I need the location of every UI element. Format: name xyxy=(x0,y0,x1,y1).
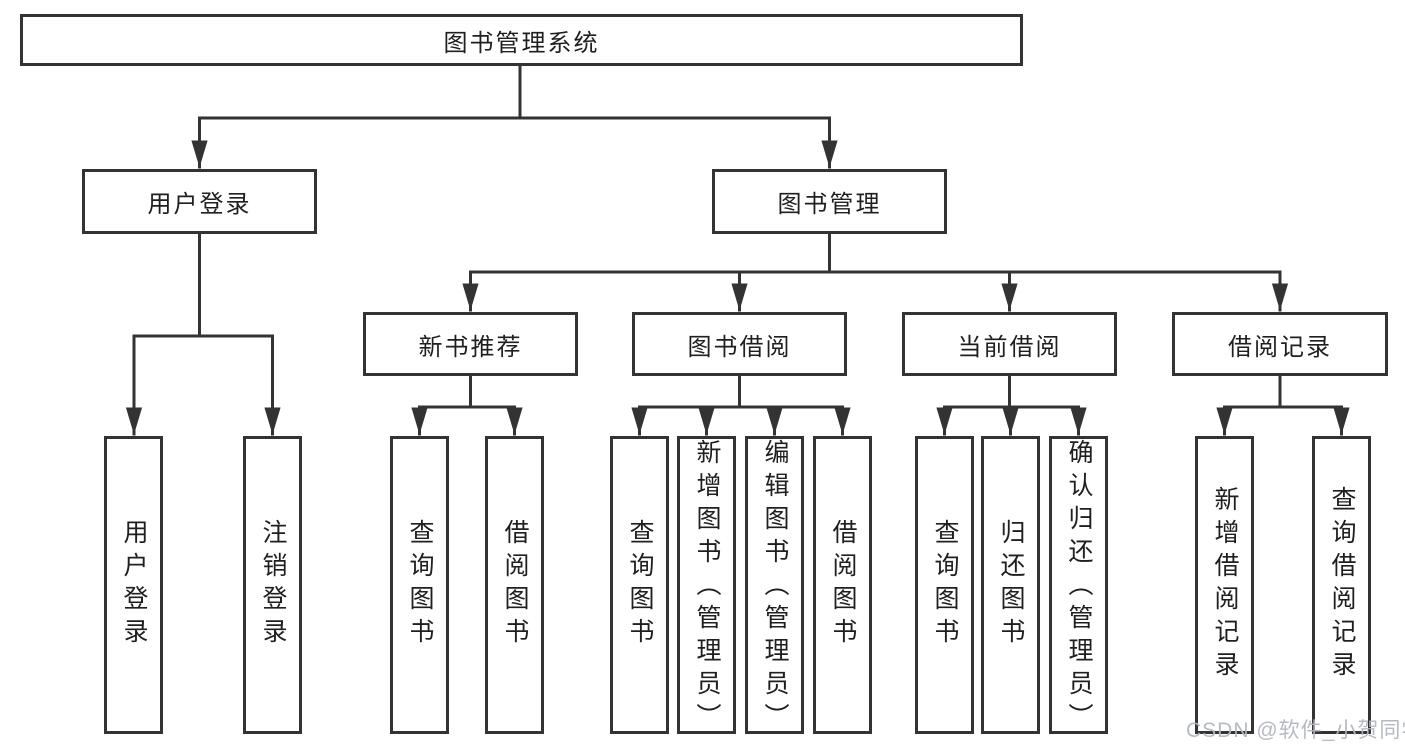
leaf-label: 借阅图书 xyxy=(501,519,529,651)
leaf-query-borrow-record: 查询借阅记录 xyxy=(1312,436,1371,734)
node-borrowing-records: 借阅记录 xyxy=(1172,312,1388,376)
leaf-label: 注销登录 xyxy=(259,519,287,651)
leaf-label: 编辑图书（管理员） xyxy=(761,439,789,736)
leaf-add-books-admin: 新增图书（管理员） xyxy=(677,436,736,736)
leaf-label: 查询图书 xyxy=(931,519,959,651)
node-label: 图书借阅 xyxy=(687,333,792,361)
connector-root xyxy=(191,64,838,169)
connector-current-borrowing xyxy=(936,374,1087,436)
node-label: 当前借阅 xyxy=(957,333,1062,361)
node-label: 新书推荐 xyxy=(418,333,523,361)
leaf-add-borrow-record: 新增借阅记录 xyxy=(1195,436,1254,734)
leaf-label: 归还图书 xyxy=(997,519,1025,651)
node-library-management-system: 图书管理系统 xyxy=(20,14,1023,66)
connector-book-borrowing xyxy=(631,374,851,436)
leaf-borrow-books-borrowing: 借阅图书 xyxy=(813,436,872,734)
node-user-login: 用户登录 xyxy=(82,169,317,234)
connector-user-login xyxy=(125,232,281,436)
node-label: 用户登录 xyxy=(147,191,252,218)
connector-book-management xyxy=(462,232,1289,312)
leaf-return-books: 归还图书 xyxy=(981,436,1040,734)
leaf-label: 查询借阅记录 xyxy=(1328,486,1356,684)
leaf-query-books-current: 查询图书 xyxy=(915,436,974,734)
leaf-user-login: 用户登录 xyxy=(104,436,163,734)
connector-new-book-recommendation xyxy=(411,374,523,436)
leaf-edit-books-admin: 编辑图书（管理员） xyxy=(745,436,804,736)
leaf-label: 确认归还（管理员） xyxy=(1065,439,1093,736)
node-book-borrowing: 图书借阅 xyxy=(632,312,847,376)
leaf-label: 用户登录 xyxy=(120,519,148,651)
leaf-logout: 注销登录 xyxy=(243,436,302,734)
node-label: 图书管理系统 xyxy=(443,29,600,57)
leaf-query-books-borrowing: 查询图书 xyxy=(610,436,669,734)
leaf-query-books-recommend: 查询图书 xyxy=(390,436,449,734)
node-label: 图书管理 xyxy=(777,191,882,218)
connector-borrowing-records xyxy=(1216,374,1350,436)
node-book-management: 图书管理 xyxy=(712,169,947,234)
node-label: 借阅记录 xyxy=(1228,333,1332,361)
watermark: CSDN @软件_小贺同学 xyxy=(1186,719,1405,742)
node-new-book-recommendation: 新书推荐 xyxy=(363,312,578,376)
node-current-borrowing: 当前借阅 xyxy=(902,312,1117,376)
leaf-borrow-books-recommend: 借阅图书 xyxy=(485,436,544,734)
leaf-label: 新增图书（管理员） xyxy=(693,439,721,736)
leaf-confirm-return-admin: 确认归还（管理员） xyxy=(1049,436,1108,736)
leaf-label: 新增借阅记录 xyxy=(1211,486,1239,684)
leaf-label: 借阅图书 xyxy=(829,519,857,651)
leaf-label: 查询图书 xyxy=(406,519,434,651)
leaf-label: 查询图书 xyxy=(626,519,654,651)
